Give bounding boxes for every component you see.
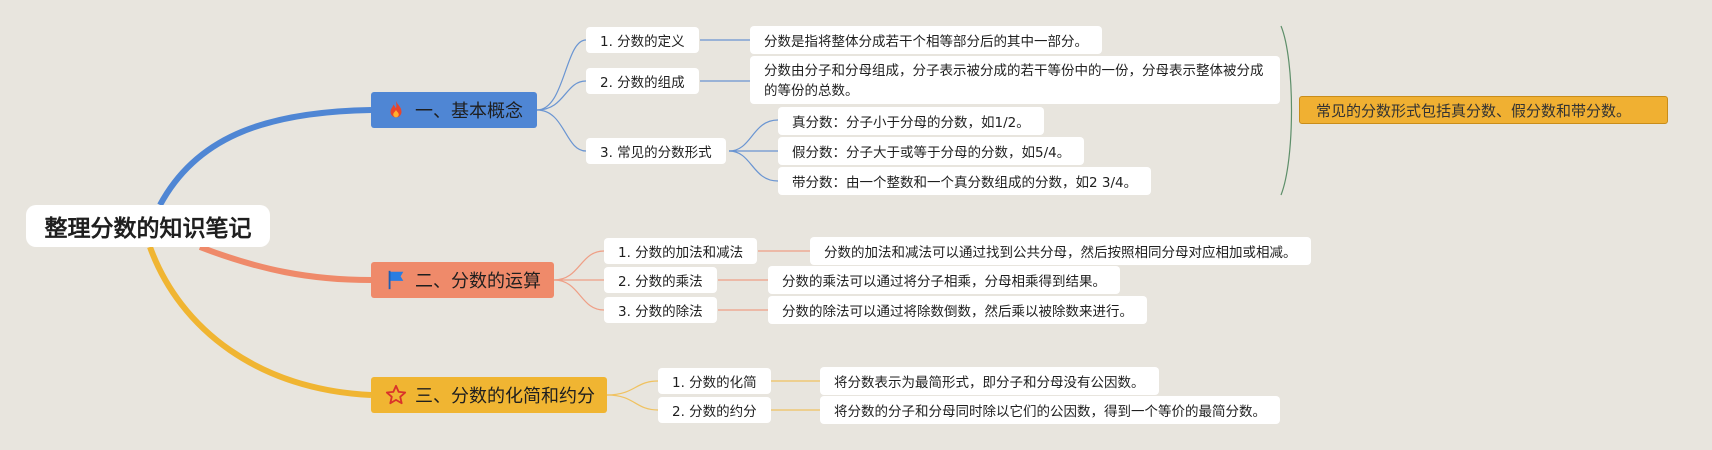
detail-divide[interactable]: 分数的除法可以通过将除数倒数，然后乘以被除数来进行。: [768, 296, 1147, 324]
subtopic-common-forms[interactable]: 3. 常见的分数形式: [586, 138, 726, 164]
subtopic-simplify[interactable]: 1. 分数的化简: [658, 368, 771, 394]
subtopic-composition[interactable]: 2. 分数的组成: [586, 68, 699, 94]
detail-proper-fraction[interactable]: 真分数：分子小于分母的分数，如1/2。: [778, 107, 1044, 135]
subtopic-add-subtract[interactable]: 1. 分数的加法和减法: [604, 238, 758, 264]
detail-simplify[interactable]: 将分数表示为最简形式，即分子和分母没有公因数。: [820, 367, 1159, 395]
subtopic-reduce[interactable]: 2. 分数的约分: [658, 397, 771, 423]
detail-reduce[interactable]: 将分数的分子和分母同时除以它们的公因数，得到一个等价的最简分数。: [820, 396, 1280, 424]
detail-mixed-number[interactable]: 带分数：由一个整数和一个真分数组成的分数，如2 3/4。: [778, 167, 1152, 195]
subtopic-definition[interactable]: 1. 分数的定义: [586, 27, 699, 53]
star-icon: [385, 384, 407, 405]
branch-operations[interactable]: 二、分数的运算: [371, 262, 554, 298]
branch-label: 一、基本概念: [415, 101, 523, 122]
detail-composition[interactable]: 分数由分子和分母组成，分子表示被分成的若干等份中的一份，分母表示整体被分成的等份…: [750, 56, 1280, 104]
summary-callout[interactable]: 常见的分数形式包括真分数、假分数和带分数。: [1299, 96, 1668, 124]
flag-icon: [388, 270, 404, 290]
branch-simplify-reduce[interactable]: 三、分数的化简和约分: [371, 377, 607, 413]
subtopic-divide[interactable]: 3. 分数的除法: [604, 297, 717, 323]
fire-icon: [390, 100, 402, 118]
detail-improper-fraction[interactable]: 假分数：分子大于或等于分母的分数，如5/4。: [778, 137, 1085, 165]
detail-definition[interactable]: 分数是指将整体分成若干个相等部分后的其中一部分。: [750, 26, 1102, 54]
root-topic[interactable]: 整理分数的知识笔记: [26, 205, 270, 247]
detail-add-subtract[interactable]: 分数的加法和减法可以通过找到公共分母，然后按照相同分母对应相加或相减。: [810, 237, 1311, 265]
subtopic-multiply[interactable]: 2. 分数的乘法: [604, 267, 717, 293]
branch-label: 三、分数的化简和约分: [415, 386, 595, 407]
detail-multiply[interactable]: 分数的乘法可以通过将分子相乘，分母相乘得到结果。: [768, 266, 1120, 294]
branch-basic-concepts[interactable]: 一、基本概念: [371, 92, 537, 128]
branch-label: 二、分数的运算: [415, 271, 541, 292]
